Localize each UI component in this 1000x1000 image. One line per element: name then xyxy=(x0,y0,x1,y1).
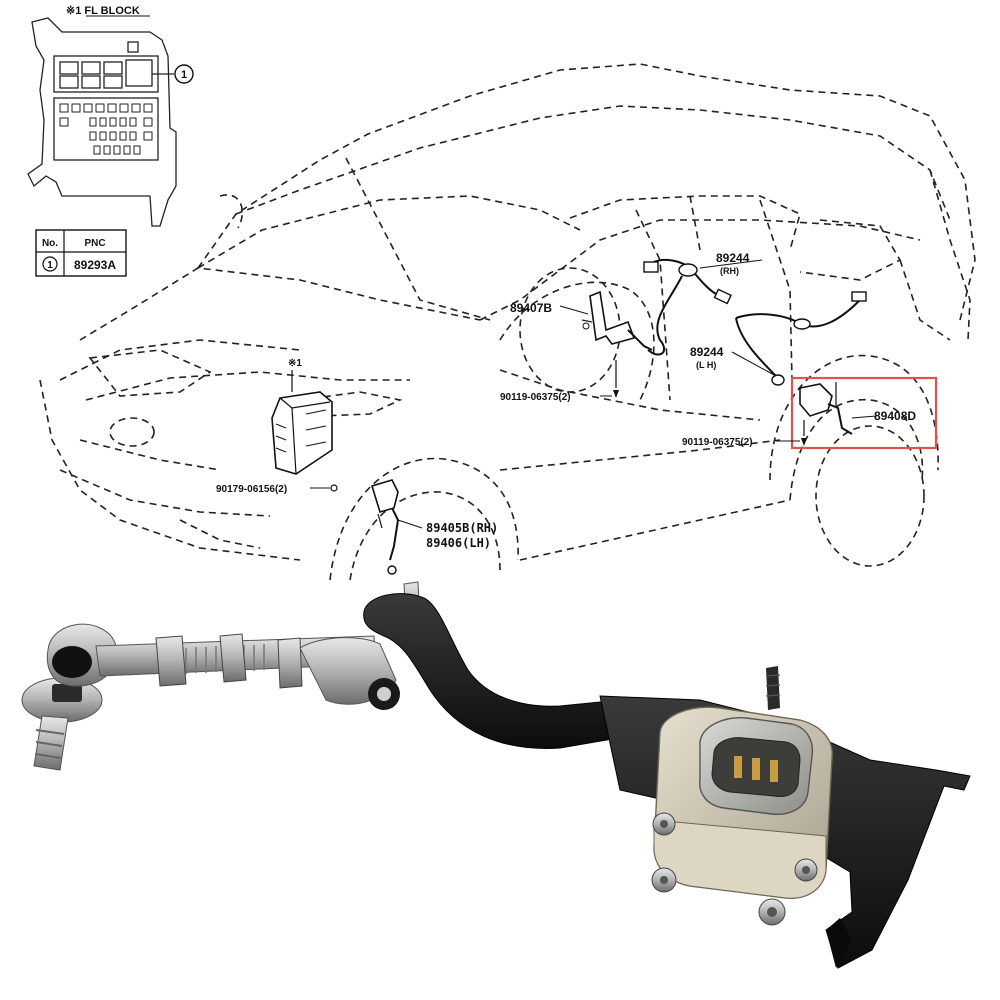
label-89244-lh-side: (L H) xyxy=(696,360,716,370)
callout-circle xyxy=(174,64,194,84)
table-cell-no: 1 xyxy=(47,260,53,271)
table-header-no: No. xyxy=(42,238,58,249)
ecu-module: ※1 xyxy=(271,358,333,475)
car-outline xyxy=(39,63,976,581)
product-photo xyxy=(21,581,971,969)
label-89405b: 89405B(RH) xyxy=(426,521,498,535)
pnc-table: No. PNC 1 89293A xyxy=(35,229,127,277)
label-90119-a: 90119-06375(2) xyxy=(500,392,571,403)
mounting-screws xyxy=(651,812,818,926)
sensor-89405b xyxy=(330,479,400,575)
label-90179: 90179-06156(2) xyxy=(216,484,287,495)
fuse-grid xyxy=(59,103,153,155)
highlight-box xyxy=(790,376,938,450)
fl-block-title: ※1 FL BLOCK xyxy=(66,5,140,17)
label-90119-b: 90119-06375(2) xyxy=(682,437,753,448)
wire-harness xyxy=(643,258,867,386)
fl-block-inset: ※1 FL BLOCK 1 xyxy=(27,5,194,227)
table-header-pnc: PNC xyxy=(84,238,105,249)
part-labels: 89244 (RH) 89244 (L H) 89407B 90119-0637… xyxy=(216,251,916,550)
callout-number: 1 xyxy=(181,69,187,81)
label-89244-rh-side: (RH) xyxy=(720,266,739,276)
sensor-89408d xyxy=(790,376,938,450)
label-89408d: 89408D xyxy=(874,409,916,423)
label-89244-rh: 89244 xyxy=(716,251,750,265)
leader-lines xyxy=(310,259,877,529)
label-89406: 89406(LH) xyxy=(426,536,491,550)
sensor-89407b xyxy=(581,290,653,398)
table-cell-pnc: 89293A xyxy=(74,258,116,272)
label-89244-lh: 89244 xyxy=(690,345,724,359)
label-89407b: 89407B xyxy=(510,301,552,315)
stud-bolt xyxy=(21,677,103,771)
ecu-ref-mark: ※1 xyxy=(288,358,302,369)
